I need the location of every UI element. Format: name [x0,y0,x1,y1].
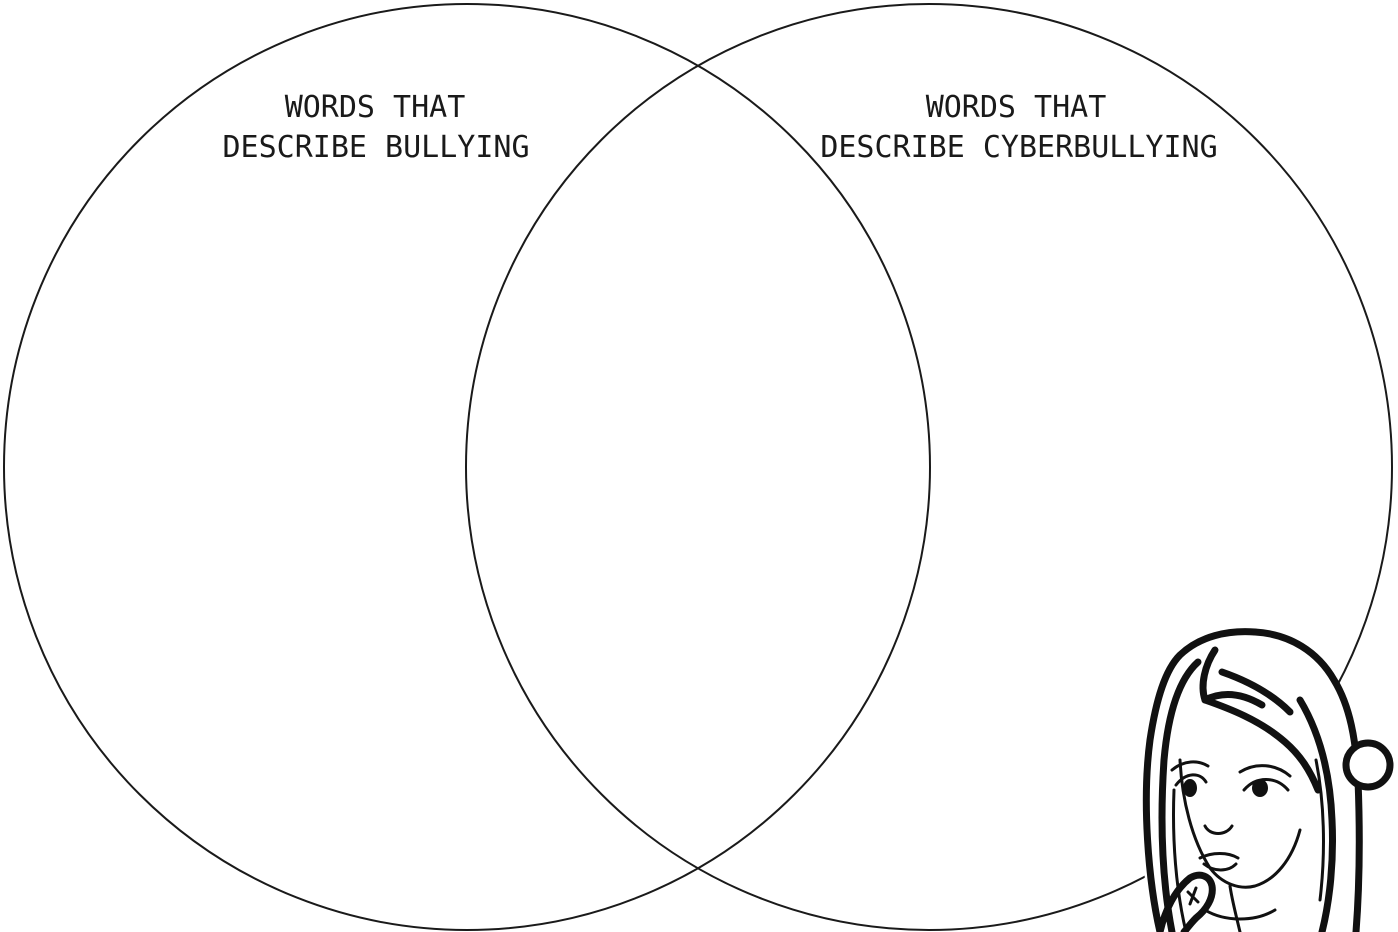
cyberbullying-label-line-2: DESCRIBE CYBERBULLYING [820,130,1217,165]
bullying-label-line-1: WORDS THAT [285,90,466,125]
bullying-label: WORDS THAT DESCRIBE BULLYING [222,90,529,165]
thinking-girl-icon [1143,632,1390,932]
cyberbullying-label-line-1: WORDS THAT [926,90,1107,125]
cyberbullying-label: WORDS THAT DESCRIBE CYBERBULLYING [820,90,1217,165]
bullying-label-line-2: DESCRIBE BULLYING [222,130,529,165]
